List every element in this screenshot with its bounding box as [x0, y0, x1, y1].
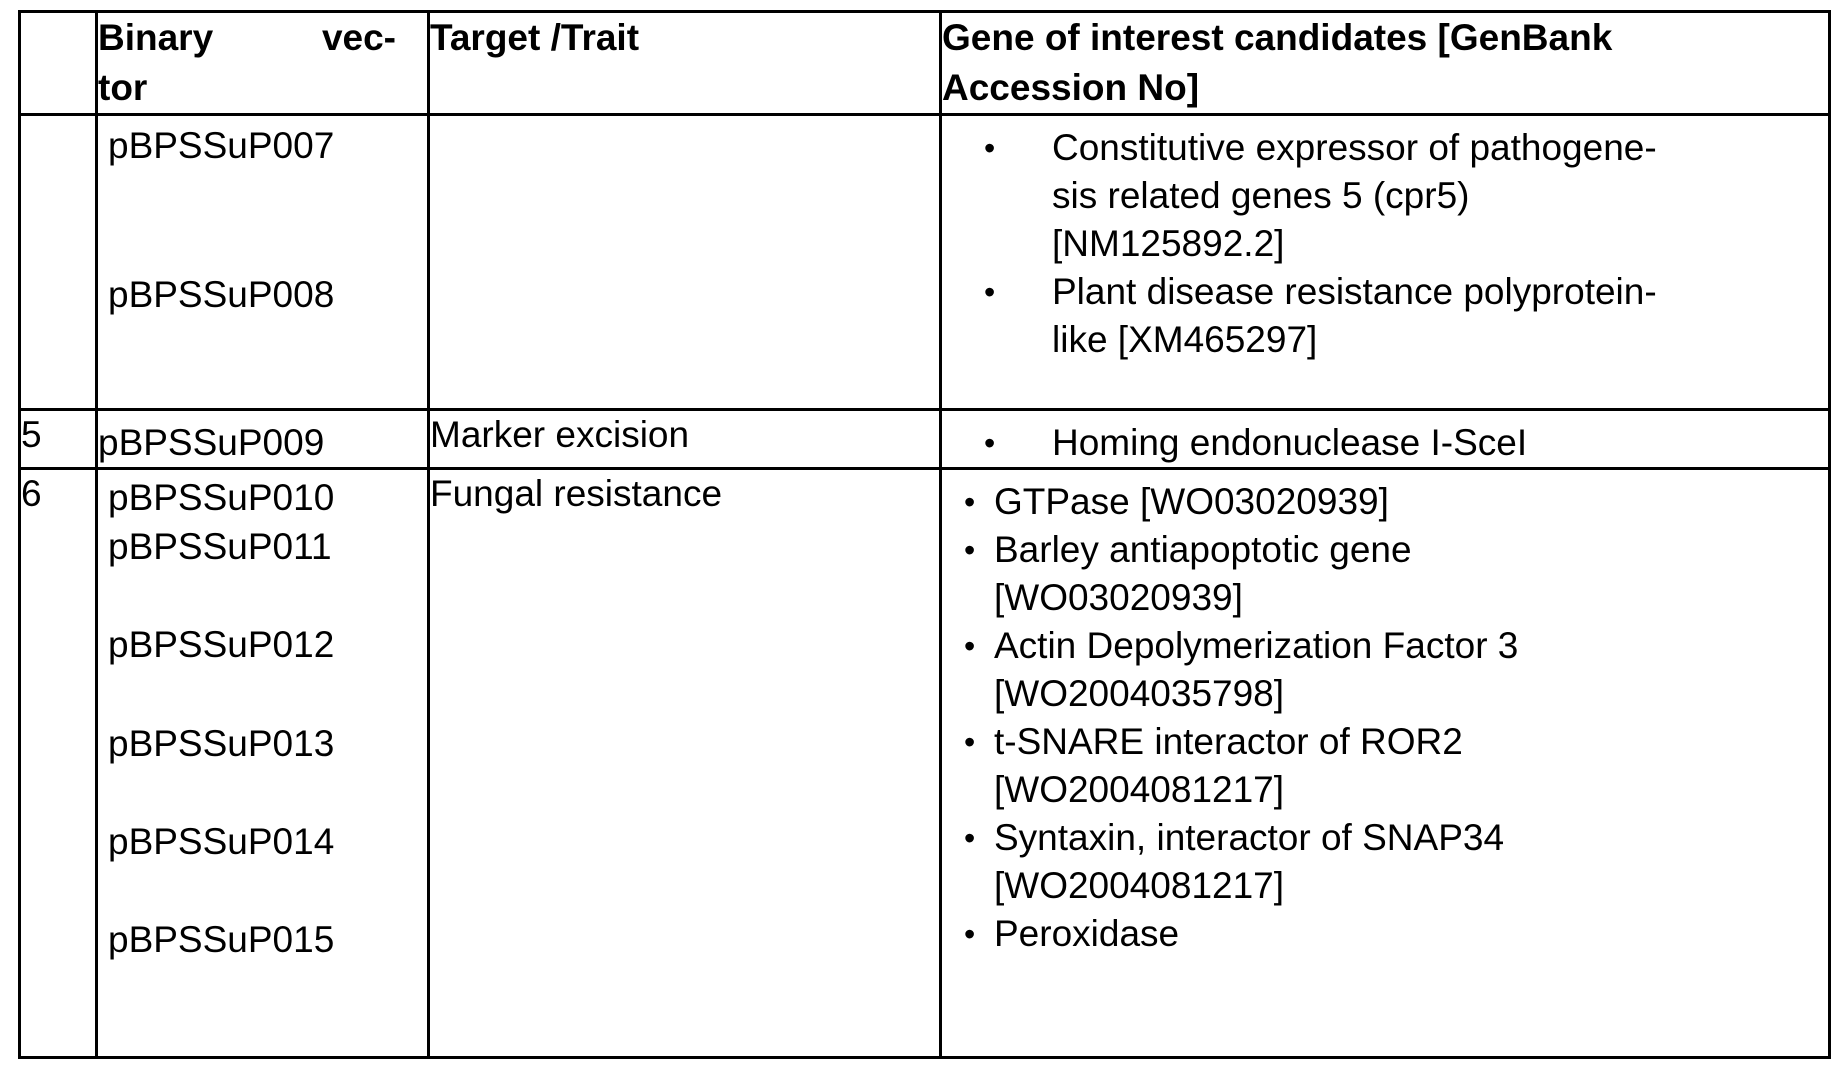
gene-bullet-list: GTPase [WO03020939] Barley antiapoptotic…: [942, 470, 1828, 958]
vector-label: pBPSSuP015: [108, 919, 335, 960]
gene-text-line: sis related genes 5 (cpr5): [1052, 175, 1470, 216]
list-item: t-SNARE interactor of ROR2 [WO2004081217…: [942, 718, 1814, 814]
header-target-trait: Target /Trait: [427, 10, 942, 116]
row-trait: Marker excision: [427, 408, 942, 470]
header-gene-of-interest: Gene of interest candidates [GenBank Acc…: [939, 10, 1831, 116]
row-trait: [427, 113, 942, 411]
list-item: Barley antiapoptotic gene [WO03020939]: [942, 526, 1814, 622]
vector-label: pBPSSuP014: [108, 821, 335, 862]
row-index: 6: [18, 467, 98, 1059]
row-index: 5: [18, 408, 98, 470]
gene-text-line: Constitutive expressor of pathogene-: [1052, 127, 1657, 168]
vector-label: pBPSSuP007: [108, 125, 335, 166]
gene-text-line: GTPase [WO03020939]: [994, 481, 1389, 522]
row-vectors: pBPSSuP007 pBPSSuP008: [95, 113, 430, 411]
vector-label: pBPSSuP011: [108, 526, 332, 567]
table-row: 6 pBPSSuP010 pBPSSuP011 pBPSSuP012 pBPSS…: [18, 467, 1831, 1059]
header-binary-vector-line2: vec-: [321, 17, 396, 58]
gene-text-line: [WO2004081217]: [994, 769, 1285, 810]
list-item: GTPase [WO03020939]: [942, 478, 1814, 526]
gene-text-line: [NM125892.2]: [1052, 223, 1285, 264]
gene-text-line: Actin Depolymerization Factor 3: [994, 625, 1519, 666]
vector-label: pBPSSuP008: [108, 274, 335, 315]
vector-label: pBPSSuP009: [98, 422, 325, 463]
vector-label: pBPSSuP013: [108, 723, 335, 764]
row-genes: Homing endonuclease I-SceI: [939, 408, 1831, 470]
gene-text-line: Homing endonuclease I-SceI: [1052, 422, 1528, 463]
gene-bullet-list: Homing endonuclease I-SceI: [942, 411, 1828, 467]
list-item: Peroxidase: [942, 910, 1814, 958]
header-gene-line1: Gene of interest candidates [GenBank: [942, 17, 1613, 58]
gene-text-line: like [XM465297]: [1052, 319, 1318, 360]
gene-text-line: t-SNARE interactor of ROR2: [994, 721, 1463, 762]
row-genes: Constitutive expressor of pathogene- sis…: [939, 113, 1831, 411]
table-row: 5 pBPSSuP009 Marker excision Homing endo…: [18, 408, 1831, 470]
vector-label: pBPSSuP010: [108, 477, 335, 518]
row-index: [18, 113, 98, 411]
gene-text-line: [WO2004081217]: [994, 865, 1285, 906]
gene-text-line: Syntaxin, interactor of SNAP34: [994, 817, 1505, 858]
gene-text-line: [WO03020939]: [994, 577, 1243, 618]
row-trait: Fungal resistance: [427, 467, 942, 1059]
row-genes: GTPase [WO03020939] Barley antiapoptotic…: [939, 467, 1831, 1059]
list-item: Actin Depolymerization Factor 3 [WO20040…: [942, 622, 1814, 718]
gene-text-line: Barley antiapoptotic gene: [994, 529, 1412, 570]
table-row: pBPSSuP007 pBPSSuP008 Constitutive expre…: [18, 113, 1831, 411]
gene-bullet-list: Constitutive expressor of pathogene- sis…: [942, 116, 1828, 364]
list-item: Syntaxin, interactor of SNAP34 [WO200408…: [942, 814, 1814, 910]
header-binary-vector: Binary vec- tor: [95, 10, 430, 116]
list-item: Plant disease resistance polyprotein- li…: [942, 268, 1814, 364]
list-item: Constitutive expressor of pathogene- sis…: [942, 124, 1814, 268]
table-header-row: Binary vec- tor Target /Trait Gene of in…: [18, 10, 1831, 116]
list-item: Homing endonuclease I-SceI: [942, 419, 1814, 467]
header-index: [18, 10, 98, 116]
gene-text-line: Peroxidase: [994, 913, 1180, 954]
binary-vector-table: Binary vec- tor Target /Trait Gene of in…: [18, 10, 1831, 1059]
row-vectors: pBPSSuP010 pBPSSuP011 pBPSSuP012 pBPSSuP…: [95, 467, 430, 1059]
vector-label: pBPSSuP012: [108, 624, 335, 665]
header-binary-vector-line3: tor: [98, 67, 148, 108]
row-vectors: pBPSSuP009: [95, 408, 430, 470]
gene-text-line: [WO2004035798]: [994, 673, 1285, 714]
header-gene-line2: Accession No]: [942, 67, 1200, 108]
gene-text-line: Plant disease resistance polyprotein-: [1052, 271, 1657, 312]
header-binary-vector-line1: Binary: [98, 17, 214, 58]
